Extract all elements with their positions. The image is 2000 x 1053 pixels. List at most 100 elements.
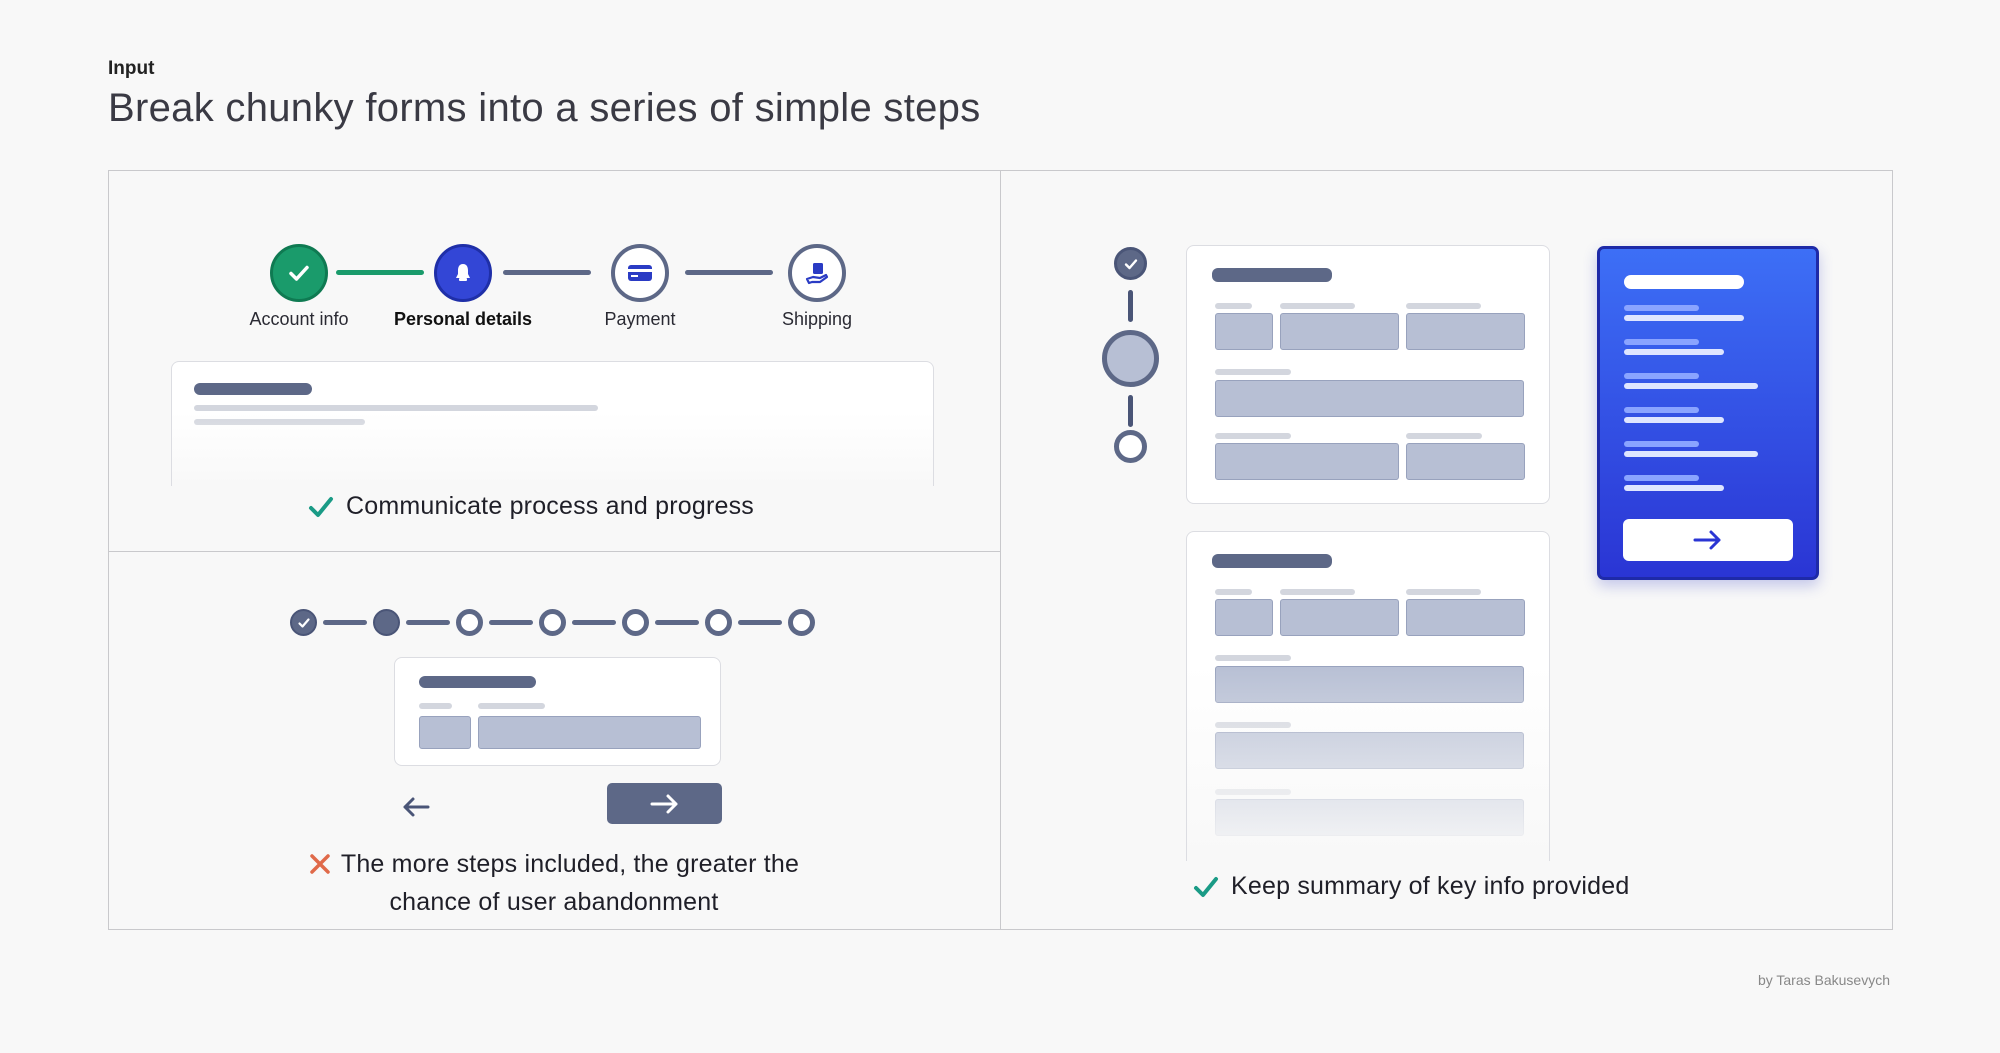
dot-connector (323, 620, 367, 625)
dot-stepper (290, 609, 830, 639)
field-label-placeholder (478, 703, 545, 709)
dot-connector (572, 620, 616, 625)
card-heading-placeholder (1212, 554, 1332, 568)
caption-text: chance of user abandonment (389, 888, 719, 916)
field-label-placeholder (1406, 303, 1481, 309)
check-icon (289, 265, 309, 281)
field-label-placeholder (1406, 589, 1481, 595)
step-upcoming-dot (788, 609, 815, 636)
many-steps-panel: The more steps included, the greater the… (108, 551, 1001, 930)
summary-label-placeholder (1624, 305, 1699, 311)
user-icon (456, 264, 470, 281)
step-upcoming-circle (788, 244, 846, 302)
field-label-placeholder (1280, 589, 1355, 595)
caption-text: Keep summary of key info provided (1231, 872, 1630, 900)
step-current-circle (1102, 330, 1159, 387)
summary-value-placeholder (1624, 451, 1758, 457)
summary-label-placeholder (1624, 407, 1699, 413)
vertical-connector (1128, 395, 1133, 427)
step-label: Payment (604, 309, 676, 329)
input-placeholder (1406, 599, 1525, 636)
summary-value-placeholder (1624, 417, 1724, 423)
vertical-connector (1128, 290, 1133, 322)
step-upcoming-dot (539, 609, 566, 636)
step-upcoming-dot (705, 609, 732, 636)
step-upcoming-circle (611, 244, 669, 302)
cross-icon (310, 854, 330, 874)
vertical-stepper (1100, 247, 1160, 507)
vertical-divider (1000, 170, 1001, 930)
field-label-placeholder (1215, 369, 1291, 375)
field-label-placeholder (1280, 303, 1355, 309)
input-placeholder (1280, 599, 1399, 636)
next-button[interactable] (607, 783, 722, 824)
dot-connector (738, 620, 782, 625)
summary-next-button[interactable] (1623, 519, 1793, 561)
field-label-placeholder (1215, 589, 1252, 595)
summary-value-placeholder (1624, 485, 1724, 491)
summary-rows (1624, 305, 1784, 505)
card-text-placeholder (194, 405, 598, 411)
form-card-next (1186, 531, 1550, 861)
credit: by Taras Bakusevych (1757, 972, 1890, 988)
connector-complete (336, 270, 424, 275)
dot-connector (655, 620, 699, 625)
field-label-placeholder (1406, 433, 1482, 439)
field-label-placeholder (1215, 655, 1291, 661)
step-label: Account info (249, 309, 349, 329)
step-upcoming-dot (622, 609, 649, 636)
check-icon (1194, 876, 1218, 897)
input-placeholder (1215, 313, 1273, 350)
summary-label-placeholder (1624, 441, 1699, 447)
step-upcoming-dot (456, 609, 483, 636)
card-heading-placeholder (1212, 268, 1332, 282)
input-placeholder (419, 716, 471, 749)
caption-good: Keep summary of key info provided (1193, 872, 1629, 901)
input-placeholder (1215, 443, 1399, 480)
summary-value-placeholder (1624, 349, 1724, 355)
arrow-left-icon (403, 797, 430, 817)
step-upcoming-circle (1114, 430, 1147, 463)
progress-stepper-panel: Account info Personal details Payment (108, 170, 1001, 552)
eyebrow-label: Input (108, 58, 155, 79)
summary-heading-placeholder (1624, 275, 1744, 289)
input-placeholder (1215, 599, 1273, 636)
step-label: Shipping (781, 309, 853, 329)
arrow-right-icon (1693, 530, 1721, 550)
card-heading-placeholder (194, 383, 312, 395)
summary-label-placeholder (1624, 339, 1699, 345)
summary-label-placeholder (1624, 373, 1699, 379)
input-placeholder (1280, 313, 1399, 350)
field-label-placeholder (1215, 303, 1252, 309)
input-placeholder (1215, 380, 1524, 417)
step-label: Personal details (393, 309, 533, 329)
check-icon (1124, 258, 1137, 269)
credit-card-icon (628, 265, 652, 281)
back-button[interactable] (386, 787, 446, 827)
input-placeholder (478, 716, 701, 749)
summary-panel: Keep summary of key info provided (1000, 170, 1893, 930)
input-placeholder (1406, 313, 1525, 350)
summary-value-placeholder (1624, 383, 1758, 389)
caption-text: Communicate process and progress (346, 492, 754, 520)
step-complete-dot (290, 609, 317, 636)
caption-good: Communicate process and progress (308, 492, 754, 521)
field-label-placeholder (1215, 433, 1291, 439)
dot-connector (406, 620, 450, 625)
package-hand-icon (805, 263, 829, 285)
horizontal-divider (108, 551, 1001, 552)
input-placeholder (1406, 443, 1525, 480)
step-complete-circle (1114, 247, 1147, 280)
step-current-circle (434, 244, 492, 302)
small-form-card (394, 657, 721, 766)
check-icon (297, 617, 310, 628)
summary-card (1597, 246, 1819, 580)
connector-upcoming (503, 270, 591, 275)
field-label-placeholder (419, 703, 452, 709)
arrow-right-icon (650, 794, 677, 813)
page-title: Break chunky forms into a series of simp… (108, 86, 981, 130)
dot-connector (489, 620, 533, 625)
summary-value-placeholder (1624, 315, 1744, 321)
form-card-preview (171, 361, 934, 486)
summary-label-placeholder (1624, 475, 1699, 481)
